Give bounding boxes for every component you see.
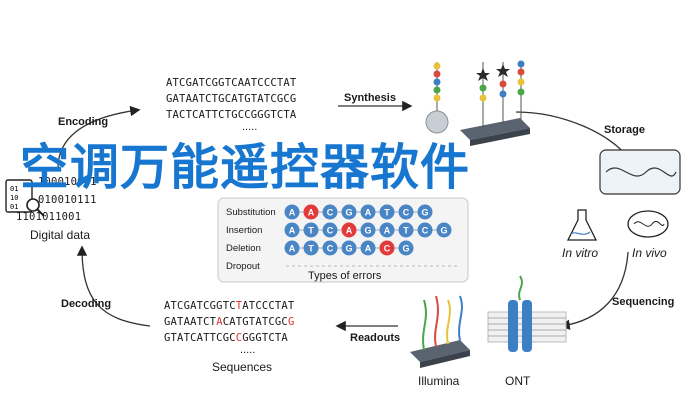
arrow-decoding [76,245,151,327]
encoded-sequence-1: ATCGATCGGTCAATCCCTAT [166,77,297,89]
base-letter: G [402,244,409,254]
base-letter: A [289,226,296,236]
base-letter: T [403,226,409,236]
svg-text:01: 01 [10,185,18,193]
base-letter: G [364,226,371,236]
step-readouts-label: Readouts [350,332,401,344]
base-circle [398,240,414,256]
arrow-encoding [57,105,141,169]
base-letter: A [365,244,372,254]
errors-title: Types of errors [308,270,382,282]
base-letter: G [421,208,428,218]
base-letter: A [308,208,315,218]
base-letter: A [384,226,391,236]
step-storage-label: Storage [604,124,645,136]
binary-line-1: 100010001 [38,176,97,188]
base-circle [360,222,376,238]
encoded-ellipsis: ..... [242,121,258,133]
base-circle [360,240,376,256]
base-letter: A [346,226,353,236]
illumina-flowcell-icon [410,295,470,368]
step-encoding-label: Encoding [58,116,109,128]
base-circle [322,240,338,256]
base-circle [379,240,395,256]
base-letter: C [403,208,410,218]
readout-sequence-2: GATAATCTACATGTATCGCG [164,316,295,328]
base-circle [341,204,357,220]
base-circle [398,222,414,238]
storage-tube-icon [599,149,681,195]
in-vitro-label: In vitro [562,246,599,260]
synthesis-array-icon [460,60,530,146]
base-circle [398,204,414,220]
ont-label: ONT [505,374,531,388]
step-synthesis-label: Synthesis [344,92,396,104]
base-circle [322,204,338,220]
base-circle [360,204,376,220]
base-letter: T [308,226,314,236]
base-circle [417,222,433,238]
base-letter: G [440,226,447,236]
arrow-sequencing [559,251,629,330]
base-letter: G [345,208,352,218]
step-sequencing-label: Sequencing [612,296,675,308]
base-circle [417,204,433,220]
illumina-label: Illumina [418,374,460,388]
base-letter: A [289,208,296,218]
encoded-sequence-3: TACTCATTCTGCCGGGTCTA [166,109,297,121]
readout-sequence-1: ATCGATCGGTCTATCCCTAT [164,300,295,312]
in-vivo-label: In vivo [632,246,667,260]
base-circle [303,240,319,256]
base-circle [284,204,300,220]
base-circle [436,222,452,238]
ont-nanopore-icon [487,275,567,352]
digital-data-label: Digital data [30,228,91,242]
binary-document-icon: 01 10 01 [5,179,45,217]
base-circle [303,222,319,238]
base-circle [379,222,395,238]
error-name-dropout: Dropout [226,261,260,272]
base-letter: C [327,208,334,218]
base-letter: G [345,244,352,254]
base-circle [303,204,319,220]
base-letter: C [384,244,391,254]
base-letter: A [289,244,296,254]
synthesis-bead-icon [425,62,449,134]
in-vivo-cell-icon [627,210,669,238]
base-circle [284,240,300,256]
base-letter: A [365,208,372,218]
readout-sequence-3: GTATCATTCGCCGGGTCTA [164,332,288,344]
base-circle [379,204,395,220]
svg-text:10: 10 [10,194,18,202]
overlay-title: 空调万能遥控器软件 [20,139,471,196]
sequences-label: Sequences [212,360,273,374]
error-name-substitution: Substitution [226,207,276,218]
base-letter: T [384,208,390,218]
base-letter: C [327,244,334,254]
binary-line-3: 1101011001 [16,211,82,223]
binary-line-2: 010010111 [38,194,97,206]
base-circle [284,222,300,238]
base-letter: C [327,226,334,236]
base-circle [341,240,357,256]
encoded-sequence-2: GATAATCTGCATGTATCGCG [166,93,297,105]
base-letter: T [308,244,314,254]
readout-ellipsis: ..... [240,344,256,356]
error-name-deletion: Deletion [226,243,261,254]
in-vitro-flask-icon [566,209,598,241]
base-letter: C [422,226,429,236]
step-decoding-label: Decoding [61,298,112,310]
svg-text:01: 01 [10,203,18,211]
error-name-insertion: Insertion [226,225,263,236]
base-circle [322,222,338,238]
base-circle [341,222,357,238]
